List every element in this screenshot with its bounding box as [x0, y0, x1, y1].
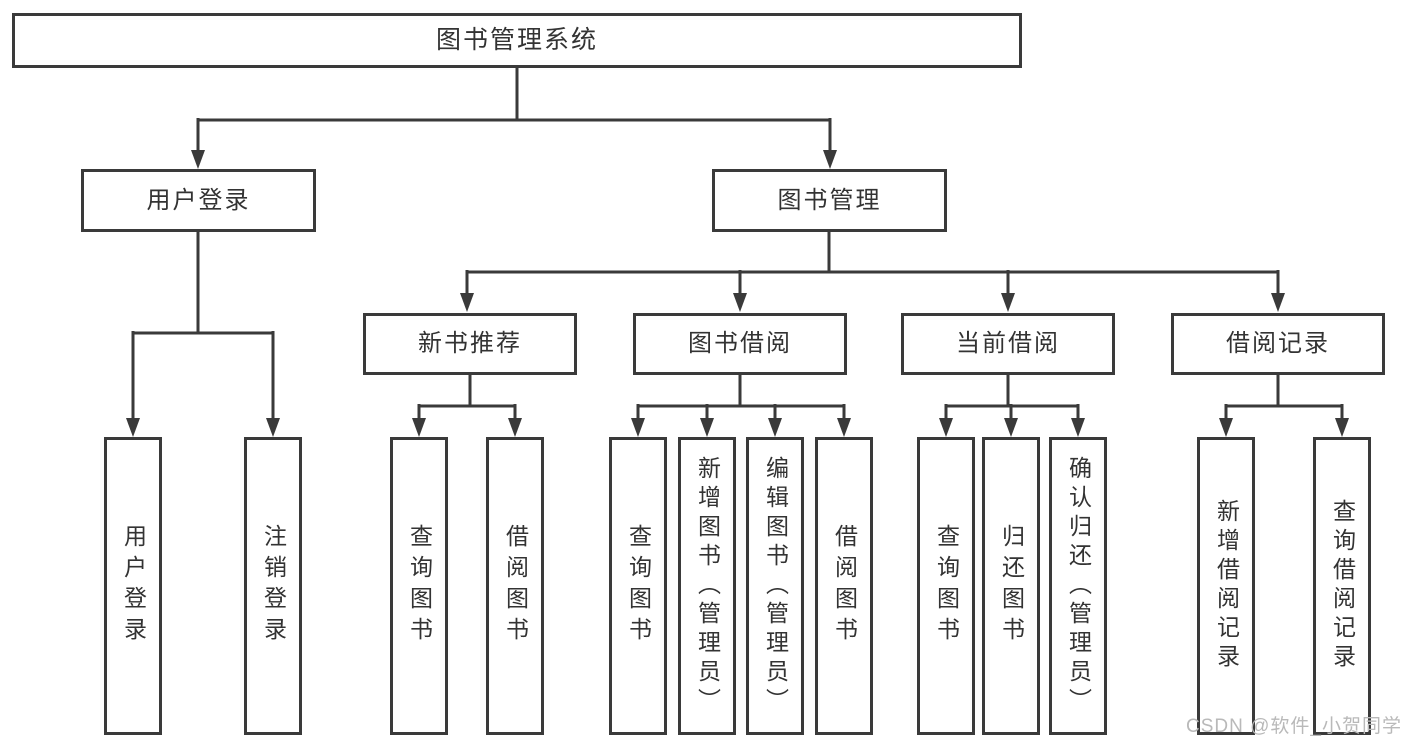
arrowhead [939, 418, 953, 437]
arrowhead [700, 418, 714, 437]
node-current-borrowing: 当前借阅 [901, 313, 1115, 375]
node-book-management-module: 图书管理 [712, 169, 947, 232]
arrowhead [126, 418, 140, 437]
arrowhead [1335, 418, 1349, 437]
arrowhead [823, 150, 837, 169]
leaf-add-books-admin: 新增图书（管理员） [678, 437, 736, 735]
arrowhead [733, 293, 747, 312]
leaf-user-login: 用户登录 [104, 437, 162, 735]
leaf-query-borrow-record: 查询借阅记录 [1313, 437, 1371, 735]
arrowhead [266, 418, 280, 437]
arrowhead [412, 418, 426, 437]
node-user-login-module: 用户登录 [81, 169, 316, 232]
leaf-borrow-books-recommend: 借阅图书 [486, 437, 544, 735]
arrowhead [460, 293, 474, 312]
arrowhead [508, 418, 522, 437]
node-library-management-system: 图书管理系统 [12, 13, 1022, 68]
arrowhead [1271, 293, 1285, 312]
arrowhead [837, 418, 851, 437]
arrowhead [1219, 418, 1233, 437]
leaf-return-books: 归还图书 [982, 437, 1040, 735]
arrowhead [1001, 293, 1015, 312]
leaf-query-books-borrowing: 查询图书 [609, 437, 667, 735]
node-new-book-recommendation: 新书推荐 [363, 313, 577, 375]
leaf-query-books-recommend: 查询图书 [390, 437, 448, 735]
csdn-watermark: CSDN @软件_小贺同学 [1186, 716, 1402, 737]
leaf-confirm-return-admin: 确认归还（管理员） [1049, 437, 1107, 735]
arrowhead [631, 418, 645, 437]
leaf-logout: 注销登录 [244, 437, 302, 735]
arrowhead [191, 150, 205, 169]
leaf-add-borrow-record: 新增借阅记录 [1197, 437, 1255, 735]
arrowhead [1004, 418, 1018, 437]
leaf-query-books-current: 查询图书 [917, 437, 975, 735]
arrowhead [768, 418, 782, 437]
node-borrowing-records: 借阅记录 [1171, 313, 1385, 375]
leaf-edit-books-admin: 编辑图书（管理员） [746, 437, 804, 735]
arrowhead [1071, 418, 1085, 437]
node-book-borrowing: 图书借阅 [633, 313, 847, 375]
leaf-borrow-books-borrowing: 借阅图书 [815, 437, 873, 735]
